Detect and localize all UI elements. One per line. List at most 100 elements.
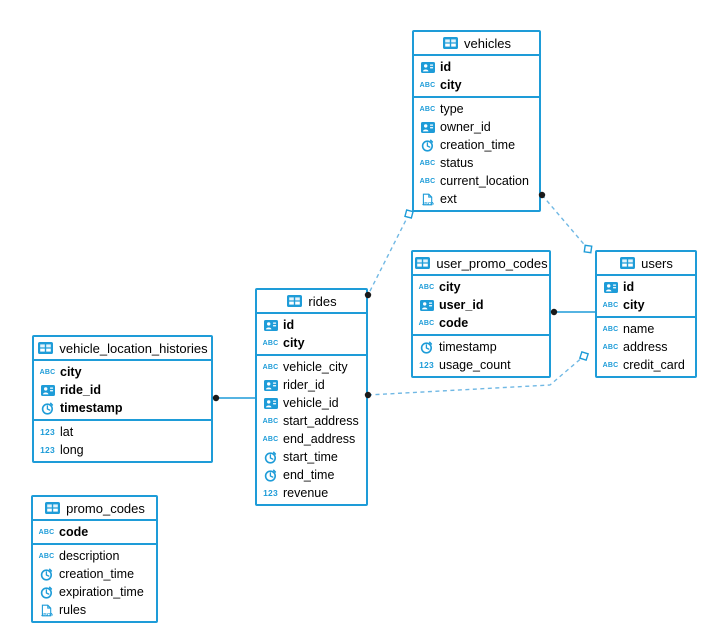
column-row[interactable]: start_time bbox=[257, 448, 366, 466]
text-abc-icon: ABC bbox=[39, 368, 56, 376]
many-end-dot-marker bbox=[550, 308, 558, 316]
column-row[interactable]: creation_time bbox=[33, 565, 156, 583]
column-name: creation_time bbox=[440, 138, 516, 152]
column-name: long bbox=[60, 443, 84, 457]
table-grid-icon bbox=[619, 257, 636, 269]
clock-icon bbox=[39, 402, 56, 415]
column-row[interactable]: timestamp bbox=[34, 399, 211, 417]
table-title: users bbox=[641, 255, 673, 271]
table-header[interactable]: vehicle_location_histories bbox=[34, 337, 211, 361]
text-abc-icon: ABC bbox=[262, 435, 279, 443]
column-row[interactable]: vehicle_id bbox=[257, 394, 366, 412]
column-row[interactable]: owner_id bbox=[414, 118, 539, 136]
column-row[interactable]: expiration_time bbox=[33, 583, 156, 601]
column-name: ext bbox=[440, 192, 457, 206]
column-row[interactable]: id bbox=[597, 278, 695, 296]
column-name: description bbox=[59, 549, 120, 563]
one-end-square-marker bbox=[583, 244, 593, 254]
table-title: vehicle_location_histories bbox=[59, 340, 208, 356]
table-grid-icon bbox=[286, 295, 303, 307]
column-name: rules bbox=[59, 603, 87, 617]
column-row[interactable]: JSON rules bbox=[33, 601, 156, 619]
column-row[interactable]: creation_time bbox=[414, 136, 539, 154]
column-name: city bbox=[439, 280, 461, 294]
text-abc-icon: ABC bbox=[38, 552, 55, 560]
column-name: current_location bbox=[440, 174, 529, 188]
column-row[interactable]: 123 revenue bbox=[257, 484, 366, 502]
table-header[interactable]: rides bbox=[257, 290, 366, 314]
column-row[interactable]: JSON ext bbox=[414, 190, 539, 208]
table-grid-icon bbox=[44, 502, 61, 514]
column-name: city bbox=[60, 365, 82, 379]
column-row[interactable]: ABC city bbox=[34, 363, 211, 381]
table-header[interactable]: users bbox=[597, 252, 695, 276]
column-name: rider_id bbox=[283, 378, 325, 392]
id-badge-icon bbox=[418, 299, 435, 311]
column-row[interactable]: ride_id bbox=[34, 381, 211, 399]
column-name: start_address bbox=[283, 414, 359, 428]
svg-text:JSON: JSON bbox=[422, 201, 434, 206]
column-name: id bbox=[283, 318, 295, 332]
table-title: promo_codes bbox=[66, 500, 145, 516]
clock-icon bbox=[418, 341, 435, 354]
column-name: revenue bbox=[283, 486, 329, 500]
column-name: lat bbox=[60, 425, 74, 439]
id-badge-icon bbox=[419, 121, 436, 133]
column-name: vehicle_city bbox=[283, 360, 348, 374]
column-name: owner_id bbox=[440, 120, 491, 134]
clock-icon bbox=[262, 469, 279, 482]
text-abc-icon: ABC bbox=[418, 283, 435, 291]
column-row[interactable]: end_time bbox=[257, 466, 366, 484]
table-header[interactable]: user_promo_codes bbox=[413, 252, 549, 276]
column-row[interactable]: user_id bbox=[413, 296, 549, 314]
column-name: creation_time bbox=[59, 567, 135, 581]
column-row[interactable]: id bbox=[257, 316, 366, 334]
column-row[interactable]: ABC start_address bbox=[257, 412, 366, 430]
column-row[interactable]: timestamp bbox=[413, 338, 549, 356]
column-row[interactable]: ABC city bbox=[413, 278, 549, 296]
table-header[interactable]: vehicles bbox=[414, 32, 539, 56]
column-row[interactable]: ABC description bbox=[33, 547, 156, 565]
text-abc-icon: ABC bbox=[262, 417, 279, 425]
table-grid-icon bbox=[414, 257, 431, 269]
column-name: name bbox=[623, 322, 655, 336]
relation-vehicles-rides[interactable] bbox=[367, 213, 410, 296]
table-header[interactable]: promo_codes bbox=[33, 497, 156, 521]
json-doc-icon: JSON bbox=[38, 604, 55, 617]
number-123-icon: 123 bbox=[263, 488, 278, 498]
text-abc-icon: ABC bbox=[602, 361, 619, 369]
relation-vehicles-users[interactable] bbox=[541, 194, 589, 250]
column-row[interactable]: rider_id bbox=[257, 376, 366, 394]
column-name: ride_id bbox=[60, 383, 101, 397]
columns-section: ABC description creation_time expiration_ti… bbox=[33, 545, 156, 621]
svg-text:JSON: JSON bbox=[41, 612, 53, 617]
column-row[interactable]: id bbox=[414, 58, 539, 76]
column-name: address bbox=[623, 340, 668, 354]
